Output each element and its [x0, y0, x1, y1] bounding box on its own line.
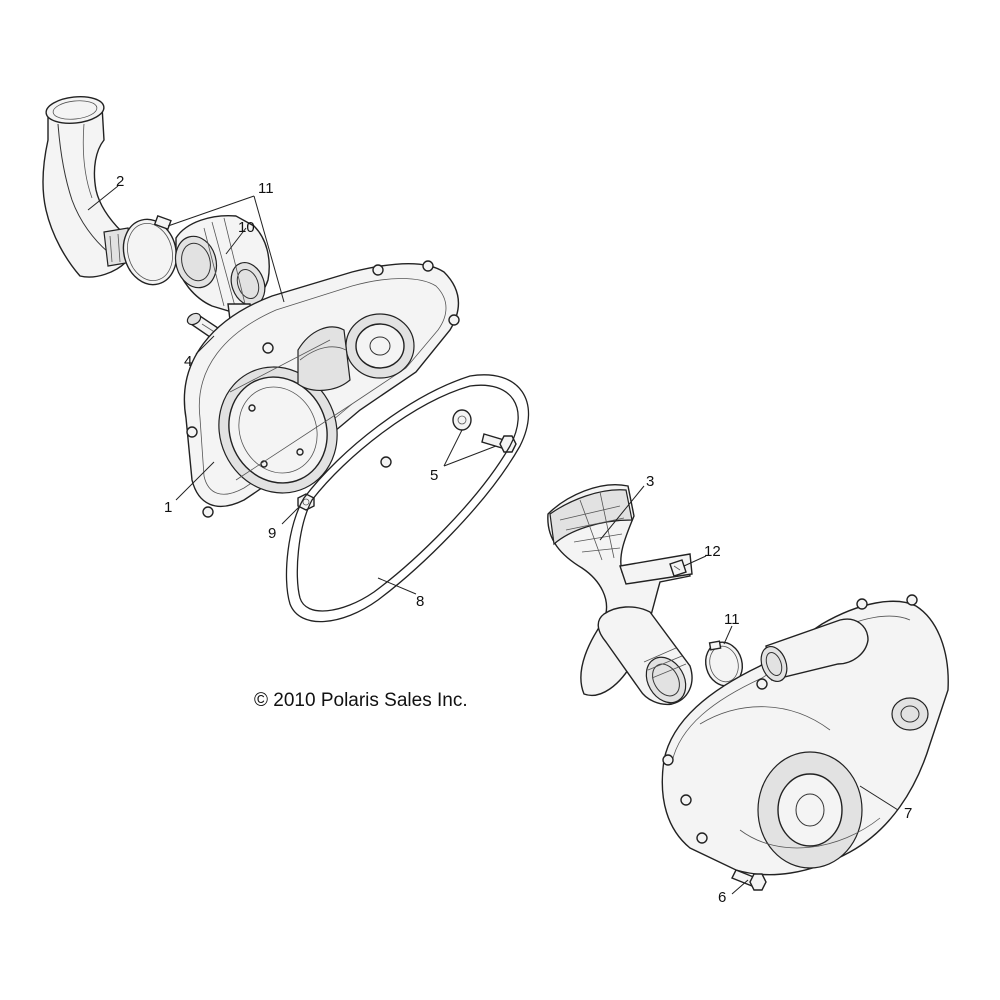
leader-lines — [87, 185, 899, 895]
nut-part-9 — [297, 493, 315, 511]
clip-part-12 — [669, 559, 687, 577]
outer-clutch-cover-part-7 — [661, 594, 949, 876]
callout-9: 9 — [268, 525, 276, 542]
callout-11-top: 11 — [258, 180, 274, 197]
bolt-part-6 — [731, 869, 767, 891]
callout-1: 1 — [164, 499, 172, 516]
callout-5: 5 — [430, 467, 438, 484]
callout-11-right: 11 — [724, 611, 740, 628]
callout-6: 6 — [718, 889, 726, 906]
callout-7: 7 — [904, 805, 912, 822]
callout-4: 4 — [184, 353, 192, 370]
hose-clamp-part-11-right — [705, 640, 743, 687]
callout-labels: 2 11 10 4 1 5 9 8 3 12 11 7 6 — [116, 173, 912, 906]
copyright-notice: © 2010 Polaris Sales Inc. — [254, 690, 468, 711]
bolt-washer-part-5 — [452, 409, 517, 453]
callout-2: 2 — [116, 173, 124, 190]
callout-10: 10 — [238, 219, 255, 236]
callout-8: 8 — [416, 593, 424, 610]
callout-3: 3 — [646, 473, 654, 490]
cooling-duct-part-3 — [547, 484, 693, 706]
callout-12: 12 — [704, 543, 721, 560]
inner-clutch-cover-part-1 — [183, 260, 460, 518]
drive-belt-part-8 — [285, 374, 530, 623]
